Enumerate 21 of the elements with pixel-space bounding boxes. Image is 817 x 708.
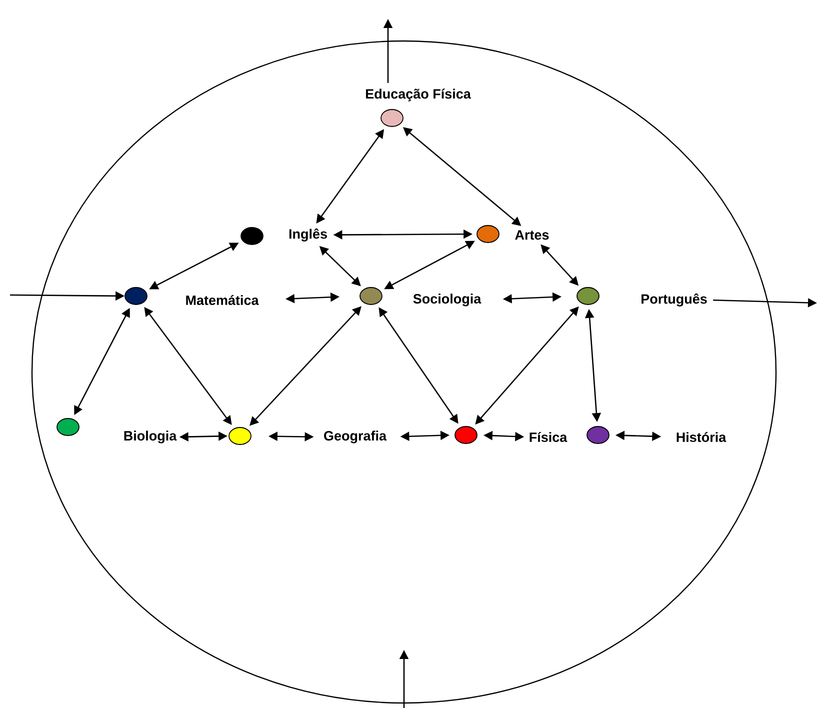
subject-dot xyxy=(476,225,500,243)
boundary-ellipse xyxy=(31,40,777,704)
subject-label: Biologia xyxy=(124,430,177,444)
subject-dot xyxy=(124,287,148,305)
subject-dot xyxy=(576,287,600,305)
subject-label: Inglês xyxy=(289,228,327,242)
subject-dot xyxy=(56,418,80,436)
subject-label: Português xyxy=(642,294,707,306)
subject-dot xyxy=(360,287,382,305)
subject-label: Física xyxy=(530,432,568,442)
subject-dot xyxy=(228,427,252,445)
subject-dot xyxy=(240,227,264,245)
subject-dot xyxy=(454,426,478,444)
subject-label: História xyxy=(676,432,726,442)
subject-label: Educação Física xyxy=(366,88,471,102)
subject-label: Matemática xyxy=(186,294,259,305)
subject-label: Geografia xyxy=(324,430,387,444)
subject-dot xyxy=(380,109,404,127)
subject-label: Sociologia xyxy=(413,294,482,306)
subject-dot xyxy=(586,426,610,444)
subject-label: Artes xyxy=(515,230,549,240)
